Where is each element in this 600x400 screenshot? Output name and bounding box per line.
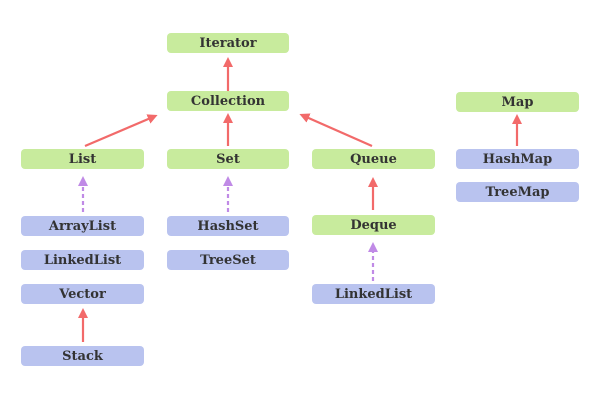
node-iterator: Iterator bbox=[167, 33, 289, 53]
arrow-queue-to-collection bbox=[299, 113, 373, 148]
node-collection: Collection bbox=[167, 91, 289, 111]
node-arraylist: ArrayList bbox=[21, 216, 144, 236]
node-treemap: TreeMap bbox=[456, 182, 579, 202]
node-list: List bbox=[21, 149, 144, 169]
node-linkedlist: LinkedList bbox=[21, 250, 144, 270]
node-vector: Vector bbox=[21, 284, 144, 304]
node-linkedlist-deque: LinkedList bbox=[312, 284, 435, 304]
node-map: Map bbox=[456, 92, 579, 112]
node-stack: Stack bbox=[21, 346, 144, 366]
node-deque: Deque bbox=[312, 215, 435, 235]
node-hashset: HashSet bbox=[167, 216, 289, 236]
node-treeset: TreeSet bbox=[167, 250, 289, 270]
node-hashmap: HashMap bbox=[456, 149, 579, 169]
node-queue: Queue bbox=[312, 149, 435, 169]
arrow-list-to-collection bbox=[84, 114, 158, 148]
node-set: Set bbox=[167, 149, 289, 169]
